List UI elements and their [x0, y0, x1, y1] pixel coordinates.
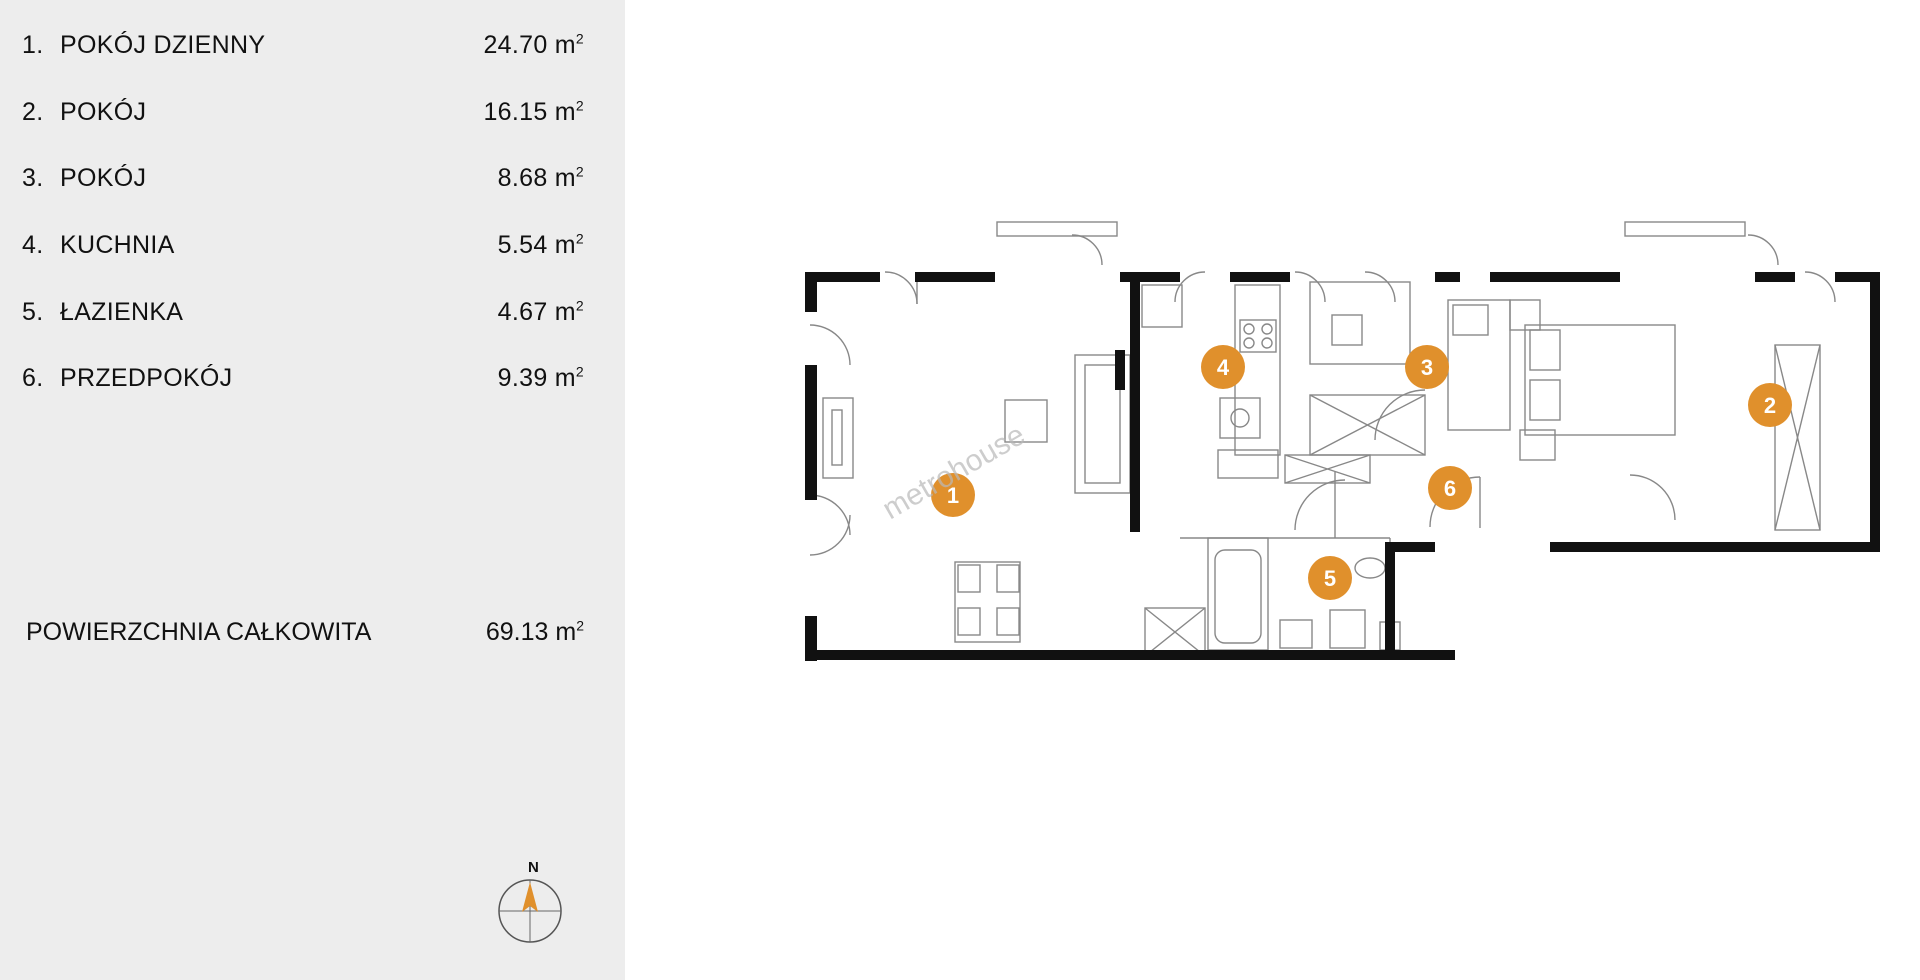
total-area-row: POWIERZCHNIA CAŁKOWITA 69.13 m2: [26, 617, 584, 647]
compass-needle-icon: [522, 882, 538, 912]
room-marker-label: 2: [1764, 393, 1776, 418]
room-row: 1. POKÓJ DZIENNY 24.70 m2: [22, 30, 584, 60]
room-markers: 1 2 3 4 5 6: [931, 345, 1792, 600]
room-number: 6.: [22, 363, 44, 392]
room-area: 5.54 m2: [497, 230, 584, 259]
room-name: ŁAZIENKA: [60, 297, 184, 326]
room-number: 3.: [22, 163, 44, 192]
total-area-label: POWIERZCHNIA CAŁKOWITA: [26, 617, 372, 646]
room-row: 2. POKÓJ 16.15 m2: [22, 97, 584, 127]
room-row: 4. KUCHNIA 5.54 m2: [22, 230, 584, 260]
room-name: POKÓJ: [60, 97, 147, 126]
room-marker-label: 1: [947, 483, 959, 508]
room-area: 16.15 m2: [483, 97, 584, 126]
room-number: 1.: [22, 30, 44, 59]
room-marker-label: 5: [1324, 566, 1336, 591]
room-number: 5.: [22, 297, 44, 326]
room-marker-6: [1428, 466, 1472, 510]
total-area-value: 69.13 m2: [485, 617, 584, 646]
room-name: POKÓJ: [60, 163, 147, 192]
room-marker-1: [931, 473, 975, 517]
room-area: 9.39 m2: [497, 363, 584, 392]
legend-panel: 1. POKÓJ DZIENNY 24.70 m2 2. POKÓJ 16.15…: [0, 0, 625, 980]
room-name: KUCHNIA: [60, 230, 175, 259]
room-row: 3. POKÓJ 8.68 m2: [22, 163, 584, 193]
room-name: PRZEDPOKÓJ: [60, 363, 233, 392]
room-marker-label: 3: [1421, 355, 1433, 380]
room-name: POKÓJ DZIENNY: [60, 30, 266, 59]
room-marker-4: [1201, 345, 1245, 389]
room-area: 4.67 m2: [497, 297, 584, 326]
room-marker-3: [1405, 345, 1449, 389]
room-number: 2.: [22, 97, 44, 126]
north-compass-icon: N: [498, 859, 562, 943]
floor-plan: 1 2 3 4 5 6 metrohouse: [805, 221, 1880, 661]
room-row: 6. PRZEDPOKÓJ 9.39 m2: [22, 363, 584, 393]
compass-label: N: [528, 859, 539, 876]
room-number: 4.: [22, 230, 44, 259]
room-area: 24.70 m2: [483, 30, 584, 59]
room-area: 8.68 m2: [497, 163, 584, 192]
room-row: 5. ŁAZIENKA 4.67 m2: [22, 297, 584, 327]
room-marker-5: [1308, 556, 1352, 600]
room-marker-label: 4: [1217, 355, 1230, 380]
room-marker-2: [1748, 383, 1792, 427]
room-marker-label: 6: [1444, 476, 1456, 501]
